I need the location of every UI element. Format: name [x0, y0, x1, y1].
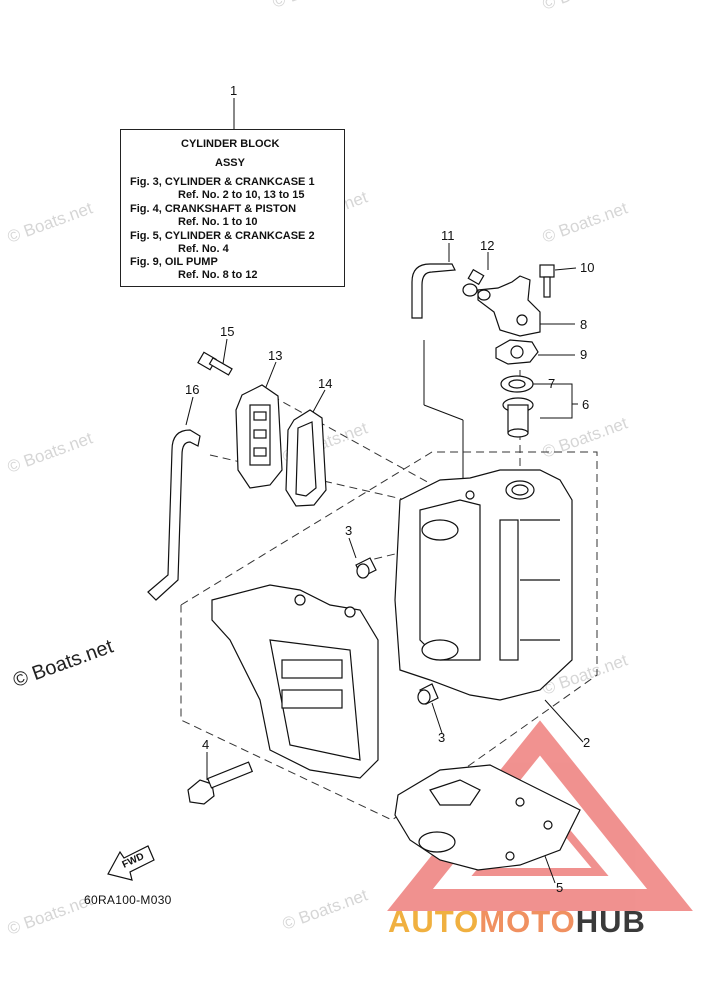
callout-10: 10	[580, 260, 594, 275]
legend-ref-entry: Ref. No. 4	[178, 243, 229, 255]
brand-part-moto: MOTO	[479, 904, 576, 939]
watermark: © Boats.net	[540, 0, 630, 14]
watermark: © Boats.net	[540, 413, 630, 461]
cover-part-13	[235, 384, 283, 489]
callout-6: 6	[582, 397, 589, 412]
hose-part-16	[147, 429, 201, 601]
watermark: © Boats.net	[540, 198, 630, 246]
seal-part-7	[500, 375, 534, 393]
legend-fig-entry: Fig. 4, CRANKSHAFT & PISTON	[130, 203, 297, 215]
cylinder-block-part-2	[394, 469, 573, 701]
bolt-part-10	[539, 264, 555, 298]
crankcase-assembly	[211, 584, 379, 779]
reference-legend-box: CYLINDER BLOCK ASSY Fig. 3, CYLINDER & C…	[120, 129, 345, 287]
gasket-part-5	[394, 764, 581, 871]
brand-part-hub: HUB	[575, 904, 646, 939]
callout-14: 14	[318, 376, 332, 391]
callout-3: 3	[438, 730, 445, 745]
gasket-part-14	[285, 409, 327, 507]
watermark: © Boats.net	[280, 885, 370, 933]
thermostat-part-6	[502, 397, 534, 438]
callout-12: 12	[480, 238, 494, 253]
watermark: © Boats.net	[5, 198, 95, 246]
watermark: © Boats.net	[5, 428, 95, 476]
legend-title: CYLINDER BLOCK	[181, 138, 280, 150]
legend-ref-entry: Ref. No. 8 to 12	[178, 269, 258, 281]
callout-8: 8	[580, 317, 587, 332]
callout-15: 15	[220, 324, 234, 339]
fwd-arrow-icon: FWD	[107, 845, 155, 881]
watermark: © Boats.net	[270, 0, 360, 12]
callout-1: 1	[230, 83, 237, 98]
callout-7: 7	[548, 376, 555, 391]
dowel-pin-part-3	[417, 683, 439, 705]
callout-13: 13	[268, 348, 282, 363]
callout-9: 9	[580, 347, 587, 362]
legend-fig-entry: Fig. 5, CYLINDER & CRANKCASE 2	[130, 230, 315, 242]
watermark: © Boats.net	[5, 890, 95, 938]
brand-part-auto: AUTO	[388, 904, 480, 939]
thermostat-cover-part-8	[477, 275, 541, 337]
callout-11: 11	[441, 228, 455, 243]
clamp-part-12	[462, 268, 485, 297]
automotohub-logo: AUTOMOTOHUB	[388, 904, 646, 939]
legend-fig-entry: Fig. 3, CYLINDER & CRANKCASE 1	[130, 176, 315, 188]
legend-ref-entry: Ref. No. 2 to 10, 13 to 15	[178, 189, 305, 201]
diagram-code: 60RA100-M030	[84, 893, 172, 907]
callout-4: 4	[202, 737, 209, 752]
hose-part-11	[411, 263, 456, 319]
legend-subtitle: ASSY	[215, 157, 245, 169]
legend-ref-entry: Ref. No. 1 to 10	[178, 216, 258, 228]
callout-2: 2	[583, 735, 590, 750]
callout-3: 3	[345, 523, 352, 538]
dowel-pin-part-3	[355, 557, 377, 579]
callout-numbers: 1 2 3 3 4 5 6 7 8 9 10 11 12 13 14 15 16	[185, 83, 594, 895]
legend-fig-entry: Fig. 9, OIL PUMP	[130, 256, 218, 268]
callout-16: 16	[185, 382, 199, 397]
gasket-part-9	[495, 339, 539, 365]
bolt-part-15	[197, 351, 233, 376]
leader-lines	[185, 98, 584, 884]
callout-5: 5	[556, 880, 563, 895]
bolt-part-4	[187, 761, 254, 805]
